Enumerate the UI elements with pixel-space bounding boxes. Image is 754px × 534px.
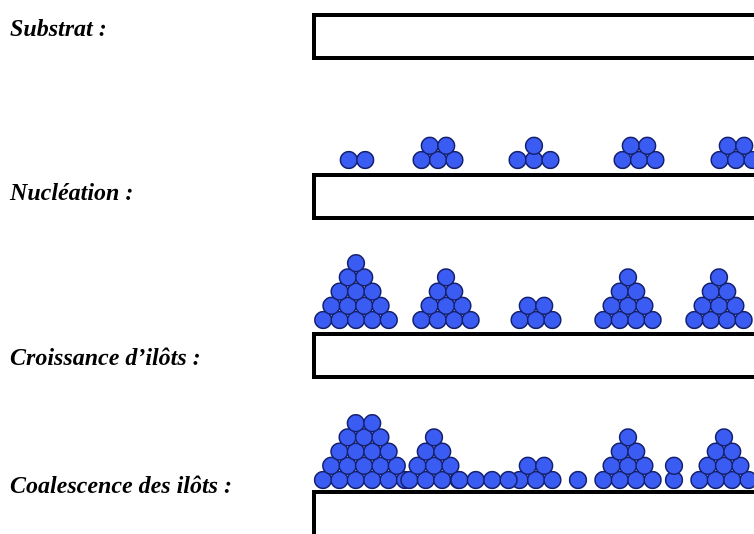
atom-circle <box>346 414 365 433</box>
stage-label-coalescence: Coalescence des ilôts : <box>10 473 232 499</box>
atoms-nucleation <box>339 136 754 170</box>
atom-circle <box>714 428 734 447</box>
atom-island <box>613 136 665 170</box>
atom-circle <box>543 310 562 330</box>
atom-circle <box>618 428 638 447</box>
atom-circle <box>371 428 390 447</box>
stage-label-croissance: Croissance d’ilôts : <box>10 345 201 371</box>
atoms-croissance <box>314 254 753 330</box>
atom-island <box>313 414 415 490</box>
atom-circle <box>339 150 358 170</box>
atom-circle <box>735 136 754 155</box>
atom-circle <box>535 456 554 475</box>
atom-circle <box>379 442 398 461</box>
atom-circle <box>635 456 654 475</box>
stage-nucleation: Nucléation : <box>9 136 754 220</box>
stage-label-substrat: Substrat : <box>10 16 107 42</box>
atom-circle <box>541 150 560 170</box>
atom-circle <box>453 296 472 315</box>
atom-circle <box>424 428 444 447</box>
atom-island <box>594 428 662 490</box>
atom-circle <box>709 268 729 287</box>
atom-circle <box>568 470 588 490</box>
atom-circle <box>346 254 366 273</box>
atom-circle <box>627 442 646 461</box>
substrate-substrat <box>312 13 754 60</box>
atom-island <box>690 428 754 490</box>
atom-circle <box>635 296 654 315</box>
atom-circle <box>420 136 439 155</box>
atom-circle <box>436 268 456 287</box>
atom-island <box>450 470 518 490</box>
atom-island <box>339 150 375 170</box>
atom-island <box>412 136 464 170</box>
atom-circle <box>535 296 554 315</box>
atom-circle <box>499 470 518 490</box>
atom-circle <box>734 310 753 330</box>
atom-island <box>314 254 398 330</box>
atoms-coalescence <box>313 414 754 490</box>
stage-coalescence: Coalescence des ilôts : <box>10 414 754 534</box>
substrate-croissance <box>312 332 754 379</box>
atom-circle <box>643 310 662 330</box>
atom-circle <box>726 296 745 315</box>
atom-circle <box>433 442 452 461</box>
atom-circle <box>445 150 464 170</box>
atom-island <box>510 296 562 330</box>
atom-circle <box>731 456 750 475</box>
atom-island <box>412 268 480 330</box>
atom-circle <box>508 150 527 170</box>
atom-circle <box>363 414 382 433</box>
atom-circle <box>739 470 754 490</box>
atom-circle <box>371 296 390 315</box>
atom-island <box>664 456 684 490</box>
atom-island <box>568 470 588 490</box>
atom-circle <box>646 150 665 170</box>
stage-croissance: Croissance d’ilôts : <box>10 254 754 379</box>
atom-circle <box>387 456 406 475</box>
atom-circle <box>450 470 469 490</box>
atom-circle <box>379 310 398 330</box>
atom-circle <box>621 136 640 155</box>
atom-circle <box>483 470 502 490</box>
atom-island <box>594 268 662 330</box>
atom-circle <box>664 456 684 475</box>
stage-substrat: Substrat : <box>10 13 754 60</box>
atom-circle <box>445 282 464 301</box>
substrate-nucleation <box>312 173 754 220</box>
atom-circle <box>627 282 646 301</box>
atom-circle <box>524 136 544 155</box>
atom-circle <box>466 470 485 490</box>
atom-island <box>685 268 753 330</box>
atom-circle <box>618 268 638 287</box>
atom-circle <box>461 310 480 330</box>
atom-circle <box>638 136 657 155</box>
atom-circle <box>718 136 737 155</box>
atom-circle <box>643 470 662 490</box>
atom-circle <box>363 282 382 301</box>
atom-circle <box>723 442 742 461</box>
stage-label-nucleation: Nucléation : <box>9 180 133 206</box>
atom-island <box>510 456 562 490</box>
atom-circle <box>441 456 460 475</box>
atom-circle <box>437 136 456 155</box>
atom-circle <box>518 456 537 475</box>
atom-circle <box>543 470 562 490</box>
atom-circle <box>355 268 374 287</box>
atom-circle <box>718 282 737 301</box>
atom-island <box>710 136 754 170</box>
atom-circle <box>356 150 375 170</box>
atom-circle <box>743 150 754 170</box>
atom-island <box>508 136 560 170</box>
atom-circle <box>518 296 537 315</box>
substrate-coalescence <box>312 490 754 534</box>
